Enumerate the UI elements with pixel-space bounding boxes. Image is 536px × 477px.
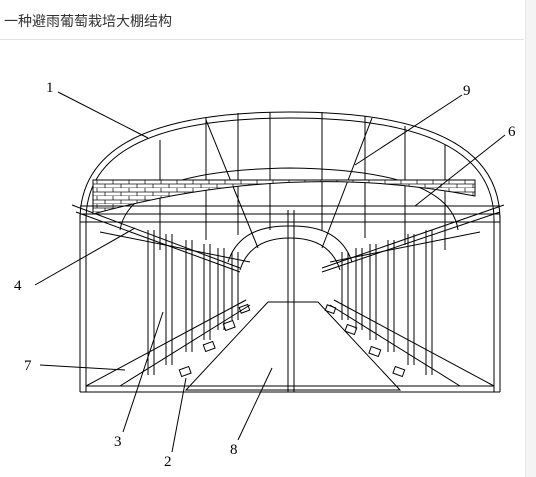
callout-label-1: 1 [46, 80, 54, 96]
center-walkway [184, 301, 402, 391]
inner-arch [119, 167, 459, 231]
page-header: 一种避雨葡萄栽培大棚结构 [0, 0, 524, 40]
callout-label-7: 7 [24, 358, 32, 374]
callout-label-4: 4 [14, 278, 22, 294]
page-title: 一种避雨葡萄栽培大棚结构 [4, 14, 172, 30]
callout-label-9: 9 [463, 83, 471, 99]
callout-label-8: 8 [230, 442, 238, 458]
callout-label-2: 2 [164, 454, 172, 470]
callout-label-6: 6 [508, 124, 516, 140]
outer-arch [79, 111, 501, 221]
back-arch [227, 225, 353, 263]
callout-label-3: 3 [114, 434, 122, 450]
scrollbar[interactable] [525, 0, 536, 477]
brick-wall-band [92, 179, 476, 215]
